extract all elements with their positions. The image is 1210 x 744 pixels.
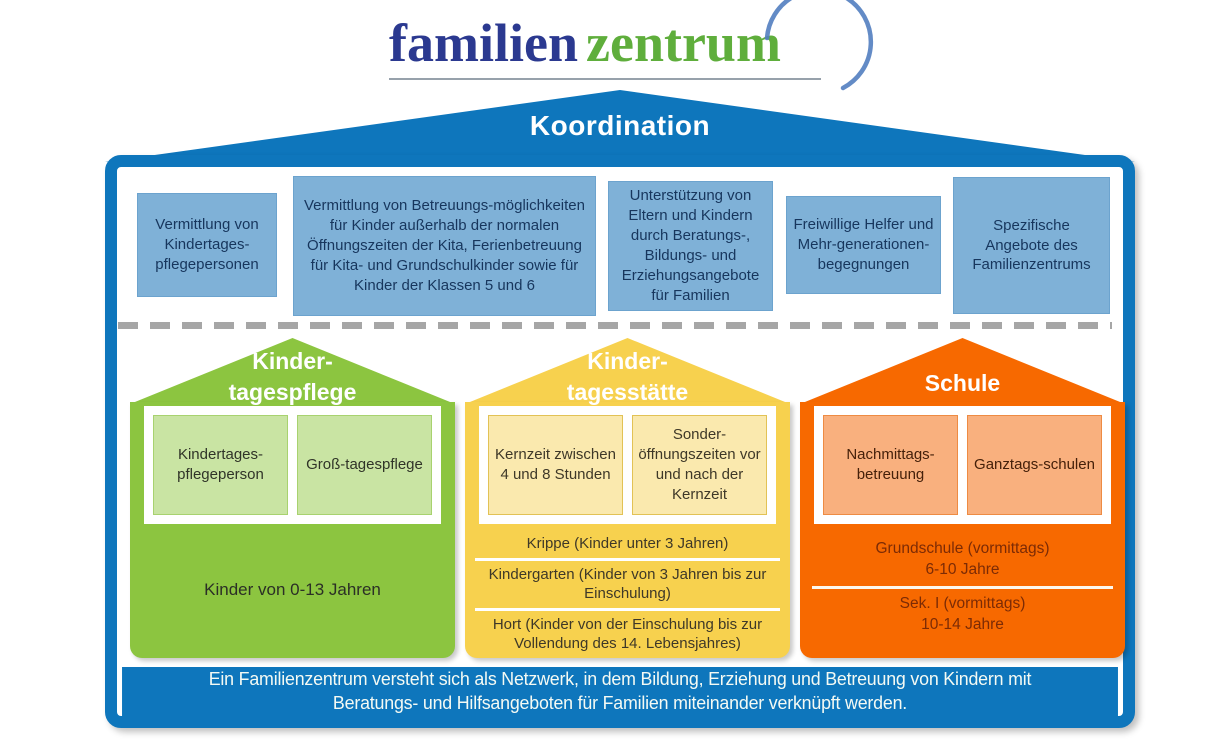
yellow-row-hort: Hort (Kinder von der Einschulung bis zur… <box>475 607 780 658</box>
service-box-freiwillige-helfer: Freiwillige Helfer und Mehr-generationen… <box>786 196 941 294</box>
green-title: Kinder- tagespflege <box>130 346 455 408</box>
service-box-unterstuetzung: Unterstützung von Eltern und Kindern dur… <box>608 181 773 311</box>
yellow-row-kindergarten: Kindergarten (Kinder von 3 Jahren bis zu… <box>475 557 780 608</box>
house-schule: Schule Nachmittags-betreuung Ganztags-sc… <box>800 338 1125 658</box>
yellow-title-line-2: tagesstätte <box>566 379 689 406</box>
green-title-line-1: Kinder- <box>252 348 333 374</box>
swoosh-arc-icon <box>764 0 873 91</box>
yellow-title-line-1: Kinder- <box>587 348 668 374</box>
yellow-cell-kernzeit: Kernzeit zwischen 4 und 8 Stunden <box>488 415 623 515</box>
orange-cell-ganztagsschulen: Ganztags-schulen <box>967 415 1102 515</box>
yellow-rows: Krippe (Kinder unter 3 Jahren) Kindergar… <box>475 530 780 658</box>
service-box-betreuungsmoeglichkeiten: Vermittlung von Betreuungs-möglichkeiten… <box>293 176 596 316</box>
yellow-cell-sonderoeffnungszeiten: Sonder-öffnungszeiten vor und nach der K… <box>632 415 767 515</box>
dashed-divider <box>118 322 1112 329</box>
service-box-kindertagespflegepersonen: Vermittlung von Kindertages-pflegeperson… <box>137 193 277 297</box>
orange-title: Schule <box>800 368 1125 399</box>
orange-row-grundschule-line-2: 6-10 Jahre <box>925 560 1000 578</box>
orange-frame: Nachmittags-betreuung Ganztags-schulen <box>814 406 1111 524</box>
koordination-title: Koordination <box>529 110 711 141</box>
green-age-label: Kinder von 0-13 Jahren <box>204 580 381 599</box>
orange-cell-nachmittagsbetreuung: Nachmittags-betreuung <box>823 415 958 515</box>
orange-row-grundschule-line-1: Grundschule (vormittags) <box>875 540 1050 557</box>
footer-line-1: Ein Familienzentrum versteht sich als Ne… <box>208 668 1032 689</box>
green-title-line-2: tagespflege <box>228 379 357 406</box>
footer-line-2: Beratungs- und Hilfsangeboten für Famili… <box>332 692 908 713</box>
green-cell-grosstagespflege: Groß-tagespflege <box>297 415 432 515</box>
orange-rows: Grundschule (vormittags) 6-10 Jahre Sek.… <box>812 534 1113 641</box>
yellow-row-krippe: Krippe (Kinder unter 3 Jahren) <box>526 535 729 552</box>
logo-word-zentrum: zentrum <box>586 13 781 73</box>
yellow-frame: Kernzeit zwischen 4 und 8 Stunden Sonder… <box>479 406 776 524</box>
logo-word-familien: familien <box>389 13 579 73</box>
orange-row-grundschule: Grundschule (vormittags) 6-10 Jahre <box>812 534 1113 586</box>
orange-title-line-1: Schule <box>924 370 1001 396</box>
green-frame: Kindertages-pflegeperson Groß-tagespfleg… <box>144 406 441 524</box>
orange-row-sek1-line-1: Sek. I (vormittags) <box>899 594 1026 612</box>
yellow-title: Kinder- tagesstätte <box>465 346 790 408</box>
footer-banner: Ein Familienzentrum versteht sich als Ne… <box>122 667 1118 716</box>
house-kindertagesstaette: Kinder- tagesstätte Kernzeit zwischen 4 … <box>465 338 790 658</box>
orange-row-sek1-line-2: 10-14 Jahre <box>921 615 1004 633</box>
green-cell-kindertagespflegeperson: Kindertages-pflegeperson <box>153 415 288 515</box>
orange-row-sek1: Sek. I (vormittags) 10-14 Jahre <box>812 585 1113 641</box>
house-kindertagespflege: Kinder- tagespflege Kindertages-pflegepe… <box>130 338 455 658</box>
service-box-spezifische-angebote: Spezifische Angebote des Familienzentrum… <box>953 177 1110 314</box>
